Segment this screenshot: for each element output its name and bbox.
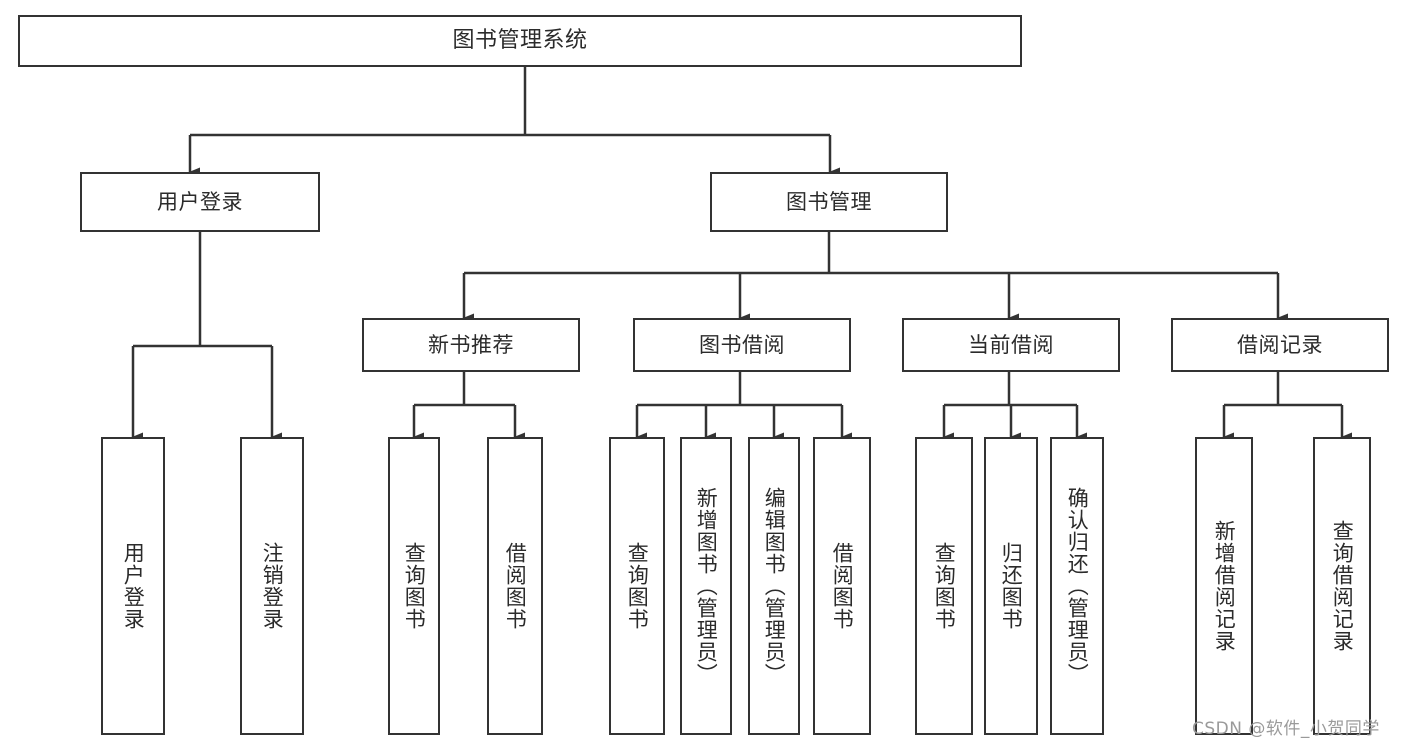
node-l-cu-query[interactable]: 查询图书 (915, 437, 973, 735)
edges-group (131, 67, 1352, 442)
node-label: 查询图书 (402, 542, 427, 630)
node-label: 新增图书（管理员） (694, 487, 719, 685)
node-label: 查询图书 (625, 542, 650, 630)
node-l-cu-confirm[interactable]: 确认归还（管理员） (1050, 437, 1104, 735)
node-label: 借阅图书 (830, 542, 855, 630)
node-label: 编辑图书（管理员） (762, 487, 787, 685)
node-label: 查询图书 (932, 542, 957, 630)
node-n-borrow[interactable]: 图书借阅 (633, 318, 851, 372)
node-label: 归还图书 (999, 542, 1024, 630)
node-label: 新书推荐 (428, 332, 514, 357)
node-l-cu-return[interactable]: 归还图书 (984, 437, 1038, 735)
node-l-re-add[interactable]: 新增借阅记录 (1195, 437, 1253, 735)
node-label: 图书管理系统 (452, 28, 588, 54)
node-label: 确认归还（管理员） (1065, 487, 1090, 685)
node-label: 新增借阅记录 (1212, 520, 1237, 652)
node-label: 借阅记录 (1237, 332, 1323, 357)
node-label: 查询借阅记录 (1330, 520, 1355, 652)
node-label: 用户登录 (157, 189, 243, 214)
node-n-new-rec[interactable]: 新书推荐 (362, 318, 580, 372)
node-n-current[interactable]: 当前借阅 (902, 318, 1120, 372)
node-l-nr-borrow[interactable]: 借阅图书 (487, 437, 543, 735)
node-l-re-query[interactable]: 查询借阅记录 (1313, 437, 1371, 735)
node-l-bo-borrow[interactable]: 借阅图书 (813, 437, 871, 735)
node-l-user-logout[interactable]: 注销登录 (240, 437, 304, 735)
node-l-user-login[interactable]: 用户登录 (101, 437, 165, 735)
node-l-bo-query[interactable]: 查询图书 (609, 437, 665, 735)
node-label: 图书管理 (786, 189, 872, 214)
node-label: 用户登录 (121, 542, 146, 630)
node-label: 借阅图书 (503, 542, 528, 630)
node-n-book-mgmt[interactable]: 图书管理 (710, 172, 948, 232)
node-label: 图书借阅 (699, 332, 785, 357)
node-n-user-login[interactable]: 用户登录 (80, 172, 320, 232)
csdn-watermark: CSDN @软件_小贺同学 (1192, 719, 1380, 739)
node-l-nr-query[interactable]: 查询图书 (388, 437, 440, 735)
node-label: 注销登录 (260, 542, 285, 630)
node-n-records[interactable]: 借阅记录 (1171, 318, 1389, 372)
node-root[interactable]: 图书管理系统 (18, 15, 1022, 67)
node-l-bo-add[interactable]: 新增图书（管理员） (680, 437, 732, 735)
node-l-bo-edit[interactable]: 编辑图书（管理员） (748, 437, 800, 735)
node-label: 当前借阅 (968, 332, 1054, 357)
